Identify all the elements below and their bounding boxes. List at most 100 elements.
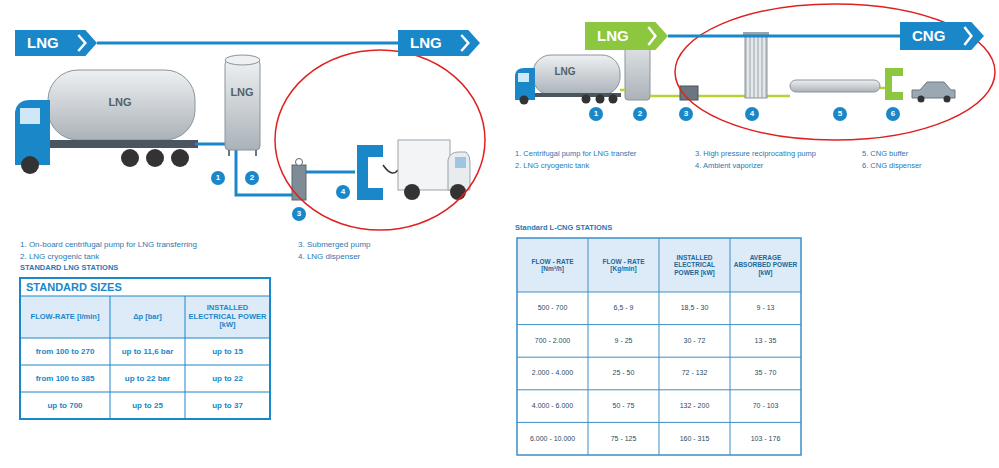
table-cell: up to 11,6 bar [110,338,185,365]
banner-text: LNG [585,22,629,50]
lng-trailer-truck [146,149,164,167]
callout-number: 3 [292,207,306,221]
car [944,96,951,103]
lng-cryogenic-tank [255,150,257,156]
banner-arrow: LNG [15,30,97,56]
table-cell: 132 - 200 [659,390,730,423]
table-grid [20,365,270,366]
table-cell: up to 22 bar [110,365,185,392]
table-cell: from 100 to 270 [20,338,110,365]
legend-item: 4. LNG dispenser [298,252,360,261]
table-cell: 500 - 700 [517,292,588,325]
table-grid [20,296,270,338]
submerged-pump [296,159,303,166]
table-grid [517,389,801,390]
table-cell: up to 22 [185,365,270,392]
lng-dispenser [357,145,383,200]
lng-cryogenic-tank [228,150,230,156]
highlight-ellipse [675,4,995,140]
table-cell: 9 - 25 [588,325,659,358]
table-cell: 2.000 - 4.000 [517,357,588,390]
table-grid [517,324,801,325]
table-cell: 4.000 - 6.000 [517,390,588,423]
table-grid [20,392,270,393]
table-cell: 6.000 - 10.000 [517,422,588,455]
lng-vehicle [404,184,420,200]
table-grid [20,278,270,419]
lng-trailer-truck [121,149,139,167]
lng-trailer-truck [609,95,618,104]
table-header: Δp [bar] [110,296,185,338]
lng-trailer-truck [21,156,39,174]
table-cell: 700 - 2.000 [517,325,588,358]
table-cell: from 100 to 385 [20,365,110,392]
car [912,82,955,98]
legend-item: 1. Centrifugal pump for LNG transfer [515,150,636,159]
section-heading: STANDARD LNG STATIONS [20,264,118,273]
submerged-pump [292,159,306,201]
lng-pipe [195,143,225,146]
lng-vehicle [398,140,450,190]
lng-trailer-truck [515,55,621,105]
table-cell: up to 700 [20,392,110,419]
callout-number: 2 [633,107,647,121]
flow-line [97,42,398,45]
banner-text: CNG [900,22,945,50]
lng-vehicle [455,157,466,168]
car [912,82,955,103]
banner-arrow: LNG [398,30,480,56]
table-header: FLOW - RATE [Nm³/h] [517,238,588,292]
cng-pipe [767,95,790,98]
table-grid [20,296,270,297]
chevron-fill [398,30,480,56]
table-cell: 30 - 72 [659,325,730,358]
banner-text: LNG [398,30,442,56]
table-title: STANDARD SIZES [20,278,270,296]
callout-number: 4 [745,107,759,121]
legend-item: 5. CNG buffer [862,150,908,159]
lng-trailer-truck [15,100,50,165]
cng-buffer [790,80,880,92]
table-grid [20,278,270,419]
table-header: FLOW-RATE [l/min] [20,296,110,338]
legend-item: 2. LNG cryogenic tank [515,162,589,171]
lng-vehicle [398,140,470,200]
table-grid [517,292,801,293]
tank-lettering: LNG [108,96,131,109]
cng-pipe [620,89,625,92]
chevron-fill [585,22,668,50]
lng-trailer-truck [48,140,198,148]
table-grid [185,296,186,419]
lng-pipe [236,150,292,195]
lng-trailer-truck [533,93,621,97]
legend-item: 4. Ambient vaporizer [695,162,763,171]
highlight-ellipse [275,50,485,230]
lng-trailer-truck [15,70,198,174]
lng-trailer-truck [20,108,40,124]
callout-number: 2 [245,171,259,185]
table-cell: 50 - 75 [588,390,659,423]
legend-item: 3. Submerged pump [298,240,371,249]
lng-trailer-truck [171,149,189,167]
chevron-mark [964,27,971,45]
chevron-mark [648,27,655,45]
lng-vehicle [450,184,466,200]
lng-dispenser [383,165,398,173]
table-cell: 25 - 50 [588,357,659,390]
lng-pipe [306,171,355,174]
table-cell: 6,5 - 9 [588,292,659,325]
lng-trailer-truck [533,55,620,95]
lng-pipe [195,144,355,195]
callout-number: 4 [336,185,350,199]
lng-cryogenic-tank [225,55,260,156]
cng-dispenser [885,68,903,100]
table-cell: 160 - 315 [659,422,730,455]
lng-trailer-truck [520,96,529,105]
submerged-pump [292,165,306,200]
cng-buffer [790,80,880,92]
table-cell: up to 37 [185,392,270,419]
table-header: INSTALLED ELECTRICAL POWER [kW] [185,296,270,338]
table-grid [20,338,270,339]
